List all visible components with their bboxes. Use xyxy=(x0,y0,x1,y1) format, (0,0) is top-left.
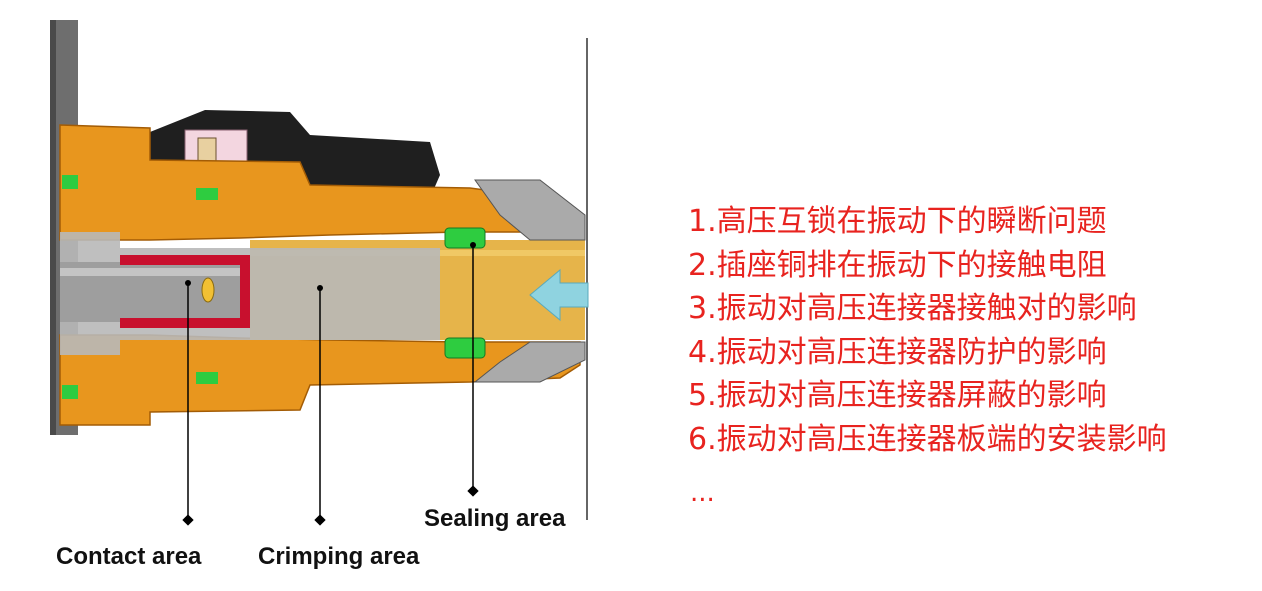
contact-leader-tip xyxy=(185,280,191,286)
more-ellipsis: ... xyxy=(690,478,715,508)
crimping-leader-tip xyxy=(317,285,323,291)
seal-left-bottom xyxy=(62,385,78,399)
contact-area-label: Contact area xyxy=(56,543,202,570)
sealing-leader-tip xyxy=(470,242,476,248)
crimping-leader-end xyxy=(314,514,326,526)
contact-rivet xyxy=(201,277,215,303)
seal-top xyxy=(444,227,486,249)
seal-mid-top xyxy=(196,188,218,200)
issue-item: 5.振动对高压连接器屏蔽的影响 xyxy=(688,378,1107,413)
seal-left-top xyxy=(62,175,78,189)
contact-spring-bottom xyxy=(120,318,250,328)
contact-leader-end xyxy=(182,514,194,526)
issue-item: 6.振动对高压连接器板端的安装影响 xyxy=(688,421,1167,457)
crimping-area-label: Crimping area xyxy=(258,543,420,570)
sealing-leader-end xyxy=(467,485,479,497)
issue-item: 2.插座铜排在振动下的接触电阻 xyxy=(688,247,1107,283)
issue-list: 1.高压互锁在振动下的瞬断问题 2.插座铜排在振动下的接触电阻 3.振动对高压连… xyxy=(688,200,1167,461)
seal-mid-bottom xyxy=(196,372,218,384)
contact-spring-top xyxy=(120,255,250,265)
issue-item: 3.振动对高压连接器接触对的影响 xyxy=(688,291,1137,326)
hvil-terminal xyxy=(197,137,217,163)
contact-spring-end xyxy=(240,255,250,328)
panel-wall-edge xyxy=(50,20,56,435)
sealing-area-label: Sealing area xyxy=(424,505,566,532)
issue-item: 1.高压互锁在振动下的瞬断问题 xyxy=(688,204,1107,239)
issue-item: 4.振动对高压连接器防护的影响 xyxy=(688,334,1107,370)
connector-cross-section xyxy=(50,20,589,526)
cable-cap xyxy=(474,179,586,241)
seal-bottom xyxy=(444,337,486,359)
cable-cap-bottom xyxy=(473,341,586,383)
insertion-arrow xyxy=(529,268,589,322)
pin-highlight xyxy=(60,268,250,276)
